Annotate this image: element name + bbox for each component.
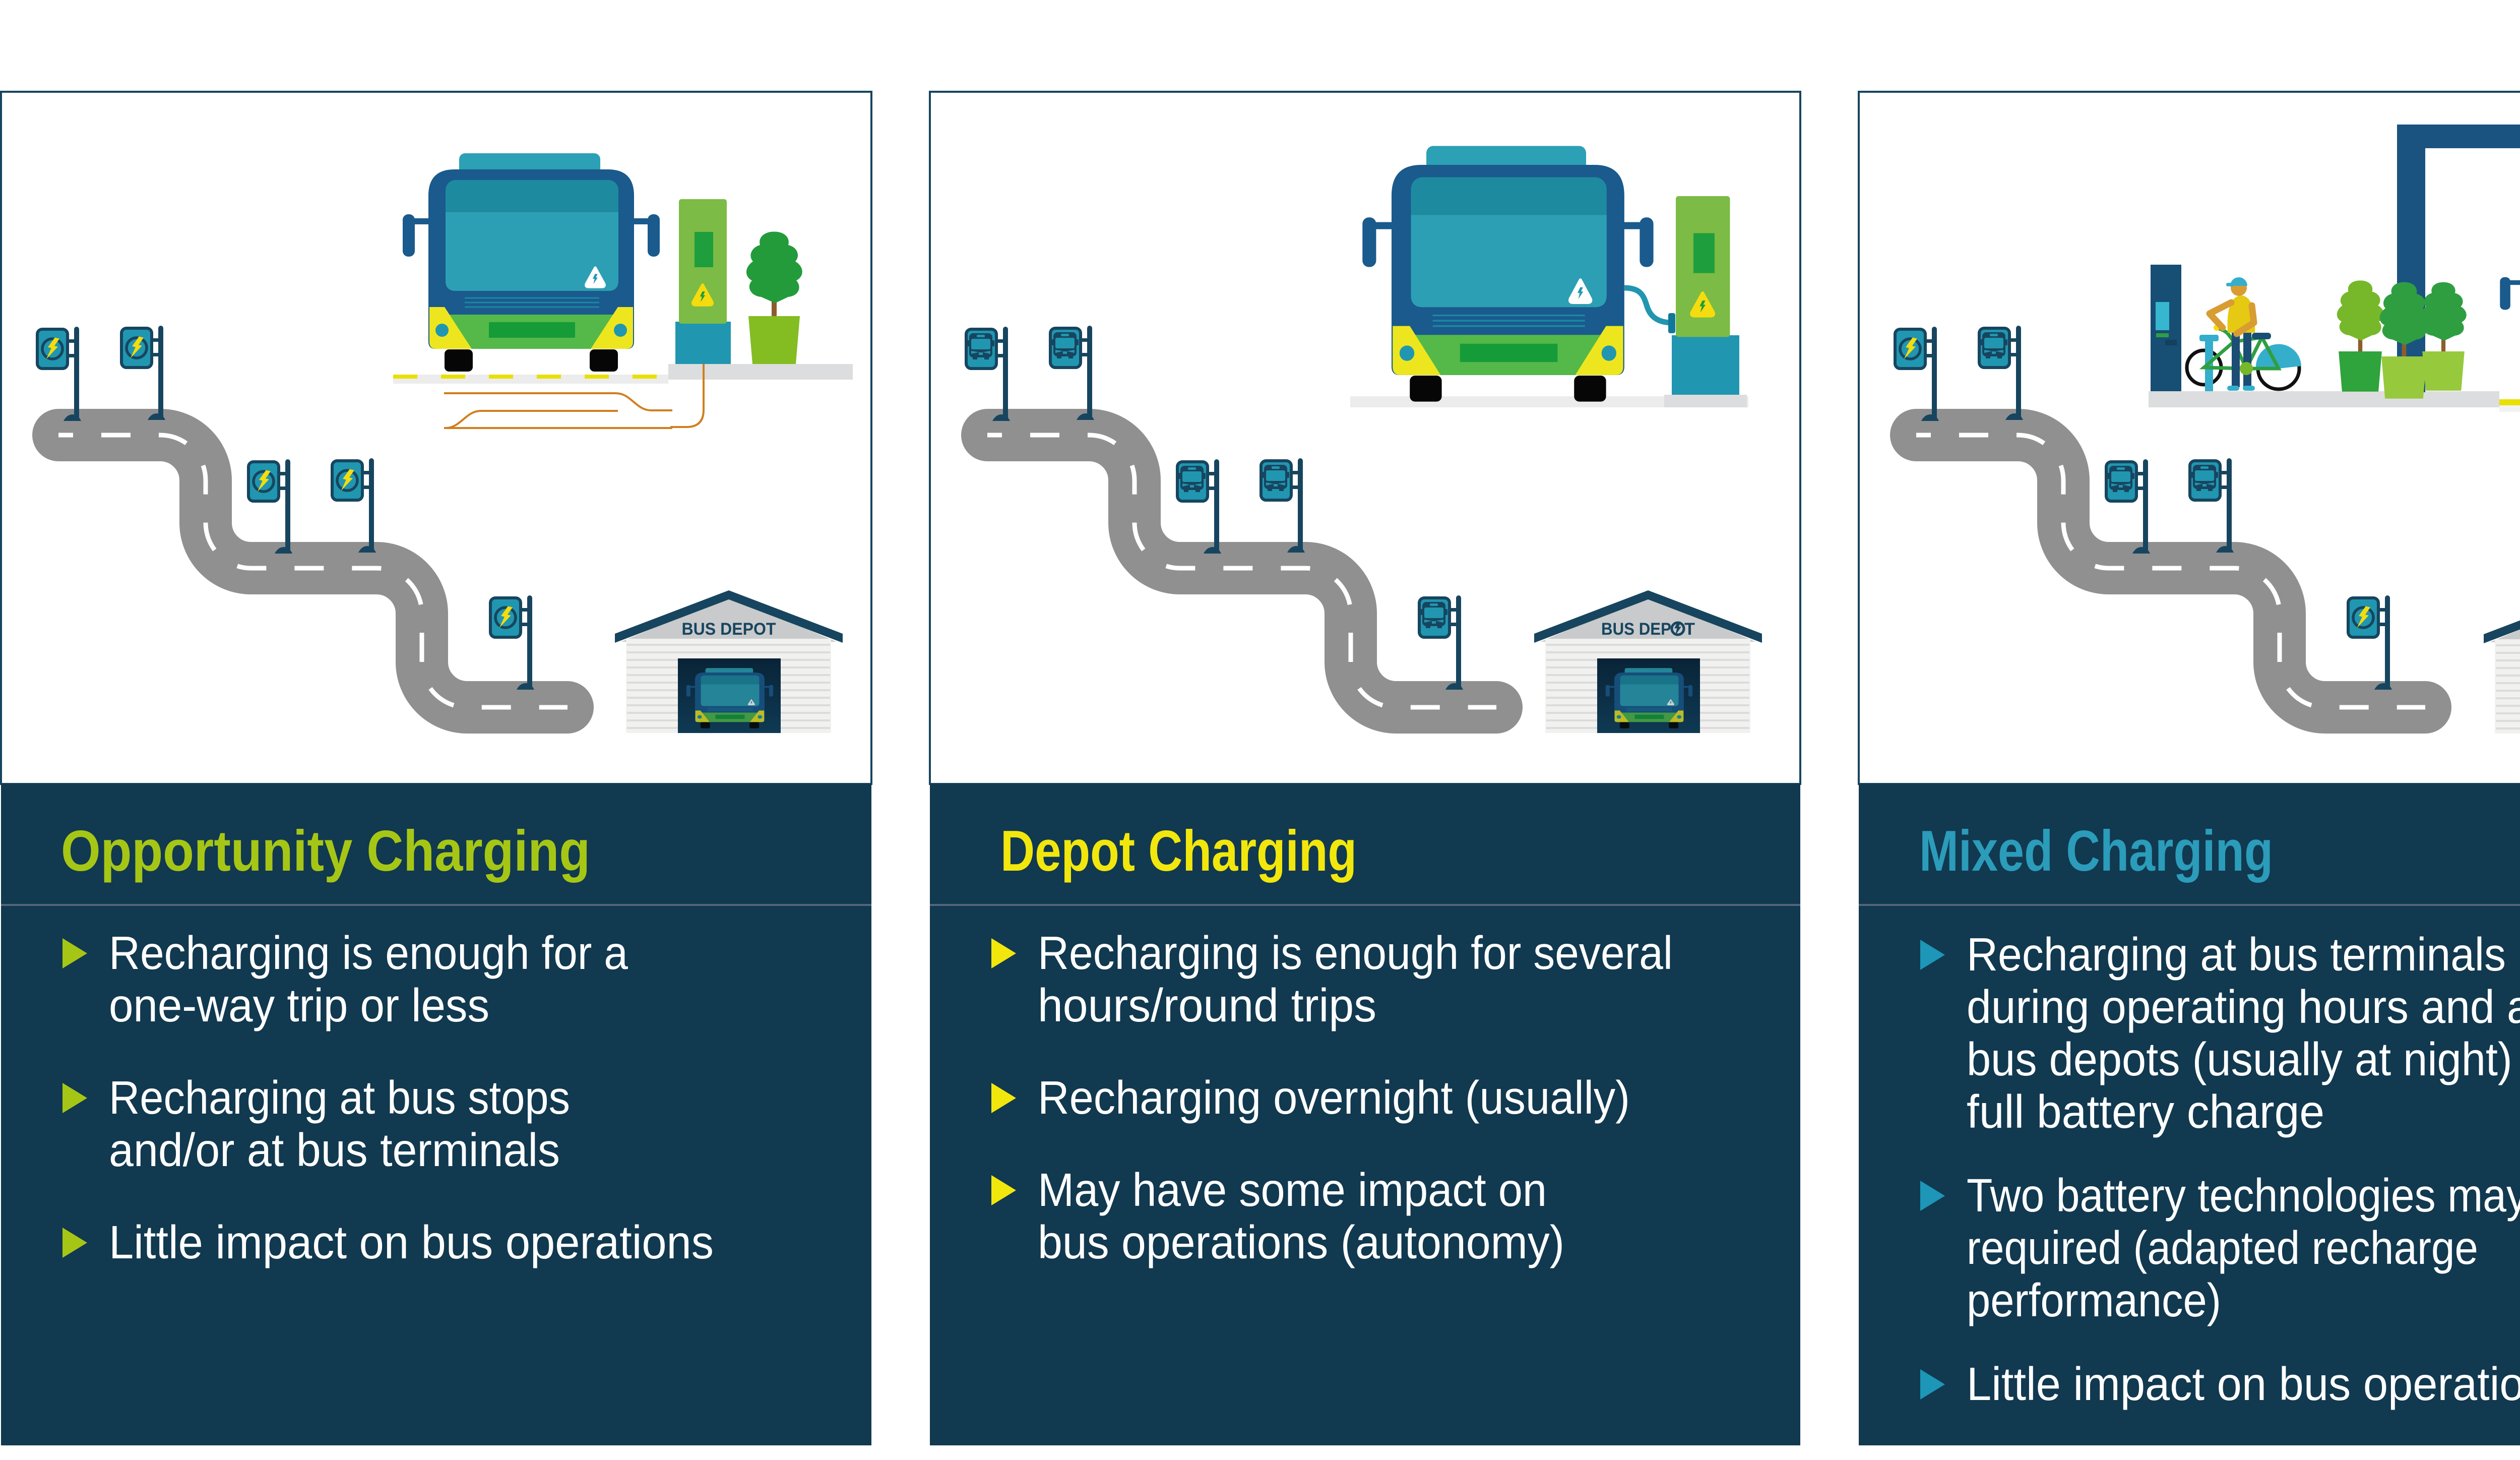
svg-text:Two battery technologies may b: Two battery technologies may be [1967,1169,2520,1222]
svg-text:T: T [1684,620,1695,639]
svg-text:May have some impact on: May have some impact on [1038,1164,1547,1216]
svg-text:Recharging overnight (usually): Recharging overnight (usually) [1038,1071,1630,1124]
svg-text:bus operations (autonomy): bus operations (autonomy) [1038,1216,1564,1268]
svg-text:full battery charge: full battery charge [1967,1085,2324,1138]
svg-text:Recharging is enough for a: Recharging is enough for a [109,927,628,979]
svg-text:Opportunity Charging: Opportunity Charging [61,819,590,883]
svg-text:Recharging at bus terminals: Recharging at bus terminals [1967,928,2506,981]
svg-text:during operating hours and at: during operating hours and at [1967,981,2520,1033]
svg-text:and/or at bus terminals: and/or at bus terminals [109,1124,560,1176]
svg-text:Little impact on bus operation: Little impact on bus operations [109,1216,714,1268]
svg-text:BUS DEP: BUS DEP [1601,620,1671,639]
svg-text:bus depots (usually at night): bus depots (usually at night) for a [1967,1033,2520,1085]
svg-text:Depot Charging: Depot Charging [1000,819,1357,883]
svg-text:Recharging is enough for sever: Recharging is enough for several [1038,927,1673,979]
svg-text:Mixed Charging: Mixed Charging [1919,819,2273,883]
svg-text:hours/round trips: hours/round trips [1038,979,1376,1031]
svg-text:Little impact on bus operation: Little impact on bus operations [1967,1358,2520,1410]
svg-text:Recharging at bus stops: Recharging at bus stops [109,1071,570,1124]
svg-text:one-way trip or less: one-way trip or less [109,979,489,1031]
svg-text:performance): performance) [1967,1274,2221,1326]
svg-text:BUS DEPOT: BUS DEPOT [682,620,776,639]
svg-text:required (adapted recharge: required (adapted recharge [1967,1222,2478,1274]
